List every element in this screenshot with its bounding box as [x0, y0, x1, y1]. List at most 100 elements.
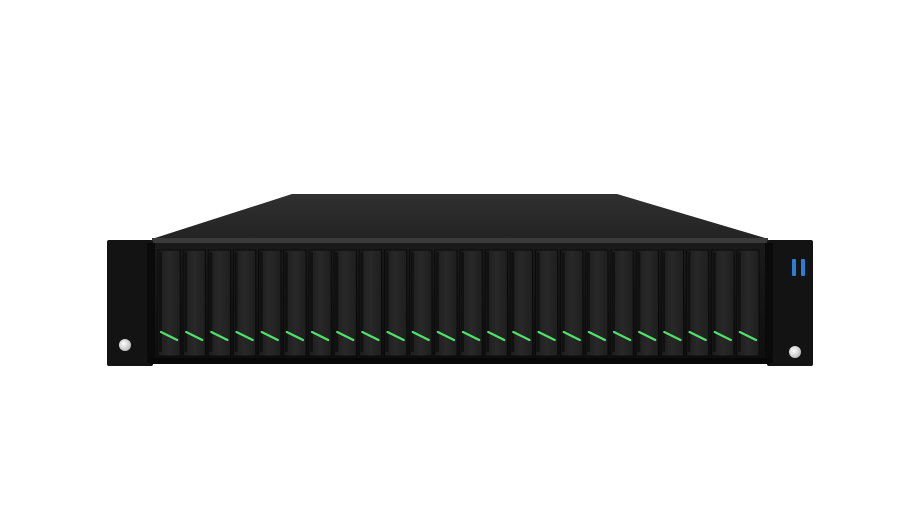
drive-bay[interactable] [283, 249, 307, 357]
drive-latch [159, 252, 162, 352]
power-button-icon[interactable] [119, 339, 131, 351]
drive-activity-led [738, 330, 758, 342]
drive-activity-led [612, 330, 632, 342]
drive-bay[interactable] [509, 249, 533, 357]
drive-tray[interactable] [409, 249, 433, 357]
drive-activity-led [587, 330, 607, 342]
drive-tray[interactable] [610, 249, 634, 357]
drive-latch [536, 252, 540, 352]
drive-bay[interactable] [585, 249, 609, 357]
drive-activity-led [663, 330, 682, 342]
drive-bay[interactable] [308, 249, 332, 357]
drive-bay[interactable] [610, 249, 634, 357]
drive-activity-led [713, 330, 732, 342]
drive-tray[interactable] [736, 249, 760, 357]
drive-tray[interactable] [258, 249, 282, 357]
drive-bay[interactable] [660, 249, 684, 357]
left-rack-ear [107, 240, 155, 366]
drive-bay[interactable] [207, 249, 232, 357]
drive-tray[interactable] [560, 249, 584, 357]
drive-tray[interactable] [686, 249, 710, 357]
drive-tray[interactable] [434, 249, 458, 357]
drive-activity-led [411, 330, 430, 342]
drive-activity-led [285, 330, 305, 342]
drive-bays [157, 249, 760, 357]
drive-tray[interactable] [283, 249, 307, 357]
drive-bay[interactable] [711, 249, 735, 357]
drive-bay[interactable] [333, 249, 357, 357]
drive-tray[interactable] [459, 249, 483, 357]
drive-bay[interactable] [560, 249, 584, 357]
drive-activity-led [461, 330, 481, 342]
drive-bay[interactable] [258, 249, 282, 357]
drive-latch [586, 252, 590, 352]
drive-bay[interactable] [358, 249, 382, 357]
drive-activity-led [562, 330, 581, 342]
drive-bay[interactable] [409, 249, 433, 357]
drive-activity-led [159, 330, 179, 342]
drive-latch [687, 252, 691, 352]
right-rack-ear [765, 240, 813, 366]
server-top-edge [152, 238, 768, 244]
drive-tray[interactable] [233, 249, 257, 357]
drive-latch [637, 252, 641, 352]
drive-latch [259, 252, 263, 352]
power-button-icon[interactable] [789, 346, 801, 358]
server-top-lid [155, 194, 765, 238]
drive-tray[interactable] [308, 249, 332, 357]
drive-activity-led [487, 330, 506, 342]
drive-latch [310, 252, 313, 352]
drive-tray[interactable] [333, 249, 357, 357]
drive-tray[interactable] [660, 249, 684, 357]
drive-activity-led [537, 330, 556, 342]
drive-tray[interactable] [384, 249, 408, 357]
drive-activity-led [361, 330, 380, 342]
drive-bay[interactable] [233, 249, 257, 357]
drive-latch [335, 252, 339, 352]
drive-tray[interactable] [157, 249, 181, 357]
drive-activity-led [235, 330, 254, 342]
drive-activity-led [210, 330, 229, 342]
drive-activity-led [310, 330, 330, 342]
drive-latch [662, 252, 666, 352]
drive-bay[interactable] [736, 249, 760, 357]
drive-latch [209, 252, 213, 352]
drive-latch [737, 252, 741, 352]
drive-bay[interactable] [635, 249, 659, 357]
drive-activity-led [512, 330, 531, 342]
drive-bay[interactable] [484, 249, 508, 357]
drive-tray[interactable] [207, 249, 232, 357]
server-bottom-lip [150, 358, 770, 364]
drive-tray[interactable] [585, 249, 609, 357]
drive-latch [486, 252, 490, 352]
drive-activity-led [260, 330, 279, 342]
drive-activity-led [336, 330, 355, 342]
drive-tray[interactable] [182, 249, 206, 357]
drive-latch [612, 252, 615, 352]
drive-bay[interactable] [384, 249, 408, 357]
drive-latch [712, 252, 716, 352]
drive-latch [461, 252, 464, 352]
drive-tray[interactable] [535, 249, 559, 357]
drive-latch [385, 252, 389, 352]
drive-tray[interactable] [358, 249, 382, 357]
drive-activity-led [436, 330, 456, 342]
drive-latch [410, 252, 414, 352]
status-led-icon [801, 259, 805, 276]
drive-bay[interactable] [459, 249, 483, 357]
drive-tray[interactable] [711, 249, 735, 357]
drive-latch [234, 252, 238, 352]
drive-latch [511, 252, 515, 352]
drive-activity-led [185, 330, 204, 342]
drive-bay[interactable] [535, 249, 559, 357]
drive-tray[interactable] [509, 249, 533, 357]
drive-bay[interactable] [157, 249, 181, 357]
drive-bay[interactable] [434, 249, 458, 357]
drive-bay[interactable] [182, 249, 206, 357]
drive-tray[interactable] [635, 249, 659, 357]
drive-tray[interactable] [484, 249, 508, 357]
drive-bay[interactable] [686, 249, 710, 357]
drive-latch [561, 252, 565, 352]
